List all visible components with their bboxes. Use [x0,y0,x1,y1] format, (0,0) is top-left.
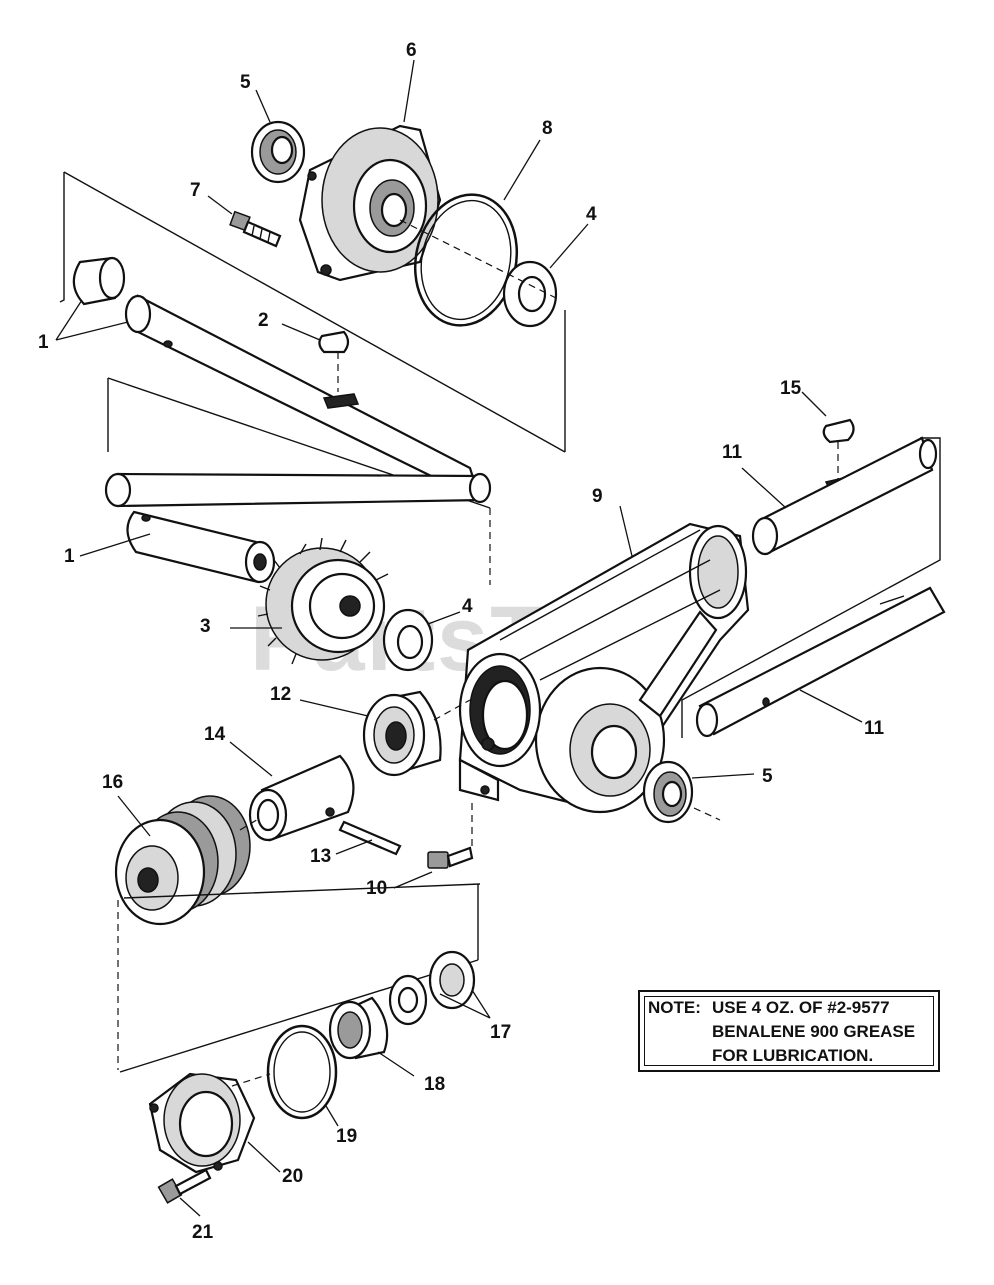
part-7-bolt [229,210,282,248]
part-1-upper-bushing [72,256,126,306]
part-13-pin [338,820,402,856]
callout-19: 19 [336,1126,357,1147]
part-3-sprocket [257,537,389,665]
callout-5-top: 5 [240,72,251,93]
callout-4-top: 4 [586,204,597,225]
part-14-spacer [248,754,355,842]
note-label: NOTE: [648,998,701,1017]
callout-12: 12 [270,684,291,705]
note-line-3: FOR LUBRICATION. [712,1046,874,1065]
callout-13: 13 [310,846,331,867]
part-11-shaft-lower [695,586,946,738]
upper-center-line [399,219,561,301]
note-inner-border [644,996,934,1066]
part-17-washers [388,950,476,1026]
note-line-1: USE 4 OZ. OF #2-9577 [712,998,890,1017]
lower-assembly-frame [117,883,481,1073]
part-4-washer-middle [382,608,434,672]
note-line-2: BENALENE 900 GREASE [712,1022,916,1041]
callout-6: 6 [406,40,417,61]
callout-21: 21 [192,1222,214,1243]
upper-assembly-frame [59,171,566,453]
part-16-pulley [114,795,261,926]
callout-1-top: 1 [38,332,49,353]
part-10-bolt [427,800,474,869]
callout-17: 17 [490,1022,511,1043]
callout-2: 2 [258,310,269,331]
callout-labels: 5 6 8 7 4 2 1 15 11 9 1 4 3 12 11 14 5 1… [38,40,885,1243]
part-18-bushing [328,996,389,1060]
part-1-lower-shaft [104,472,492,508]
callout-11-bottom: 11 [864,718,885,739]
part-21-bolt [157,1168,212,1204]
callout-5-right: 5 [762,766,773,787]
leader-lines [55,59,863,1217]
callout-4-middle: 4 [462,596,473,617]
part-11-shaft-upper [681,436,941,738]
callout-8: 8 [542,118,553,139]
part-9-gear-case [458,522,750,814]
part-19-gasket [266,1024,338,1120]
part-5-seal-upper [250,120,306,184]
callout-1-middle: 1 [64,546,75,567]
callout-11-top: 11 [722,442,743,463]
callout-3: 3 [200,616,211,637]
part-12-bearing [362,690,471,777]
callout-15: 15 [780,378,802,399]
part-5-seal-lower [642,760,721,824]
part-4-washer-upper [502,260,558,328]
part-20-cover [148,1072,271,1174]
callout-18: 18 [424,1074,445,1095]
lubrication-note: NOTE: USE 4 OZ. OF #2-9577 BENALENE 900 … [638,990,940,1072]
callout-16: 16 [102,772,123,793]
callout-9: 9 [592,486,603,507]
callout-7: 7 [190,180,201,201]
callout-20: 20 [282,1166,303,1187]
callout-14: 14 [204,724,226,745]
callout-10: 10 [366,878,387,899]
part-1-lower-bushing [126,510,276,584]
part-6-housing-cover [298,124,442,282]
part-1-upper-shaft [124,294,482,503]
part-2-key [318,330,360,409]
